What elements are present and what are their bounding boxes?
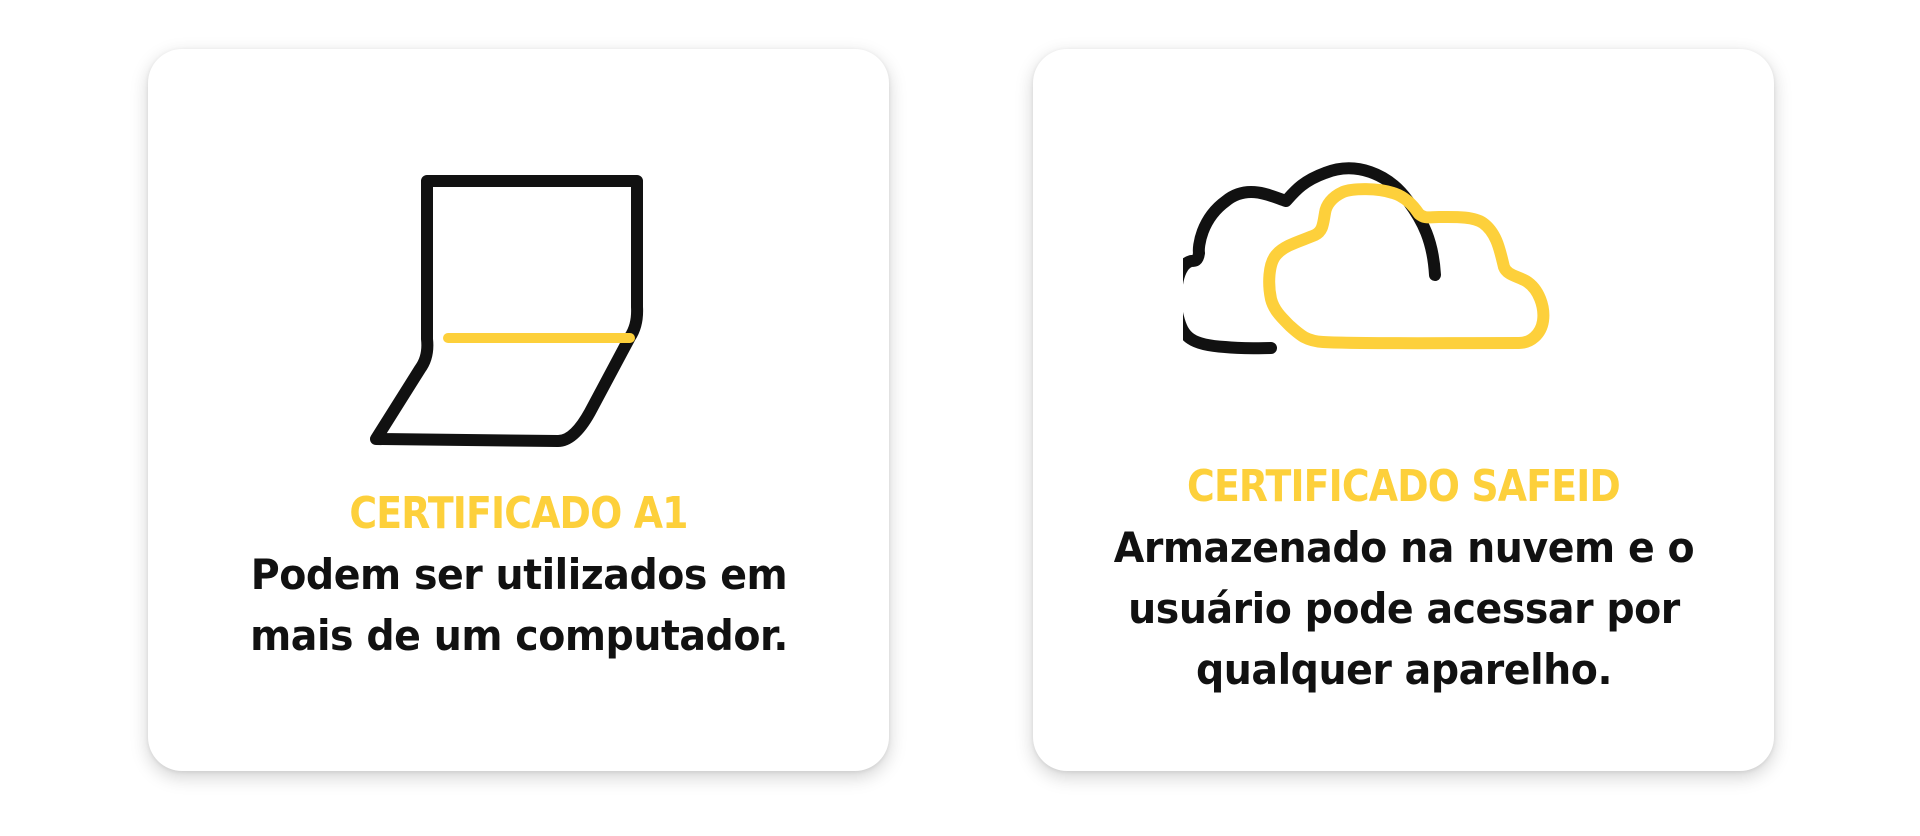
- cloud-icon: [1183, 162, 1550, 355]
- card-title: CERTIFICADO A1: [349, 488, 688, 539]
- certificado-safeid-card: CERTIFICADO SAFEID Armazenado na nuvem e…: [1033, 49, 1774, 771]
- laptop-icon: [370, 175, 644, 447]
- card-description: Armazenado na nuvem e o usuário pode ace…: [1113, 523, 1694, 694]
- card-title: CERTIFICADO SAFEID: [1187, 461, 1621, 512]
- certificado-a1-card: CERTIFICADO A1 Podem ser utilizados em m…: [148, 49, 889, 771]
- card-description: Podem ser utilizados em mais de um compu…: [249, 550, 788, 660]
